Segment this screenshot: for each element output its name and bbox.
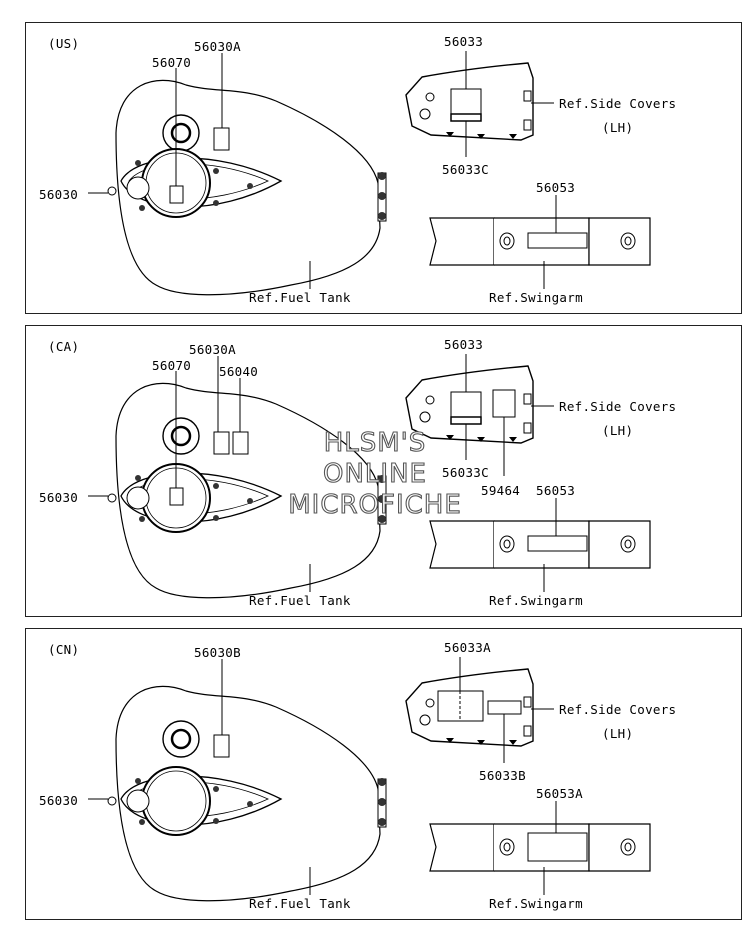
label-box-56033c bbox=[450, 113, 482, 122]
label-box-56030a bbox=[213, 127, 230, 151]
part-56053a: 56053A bbox=[536, 786, 583, 801]
ref-side-covers: Ref.Side Covers bbox=[559, 96, 676, 111]
ref-lh: (LH) bbox=[602, 726, 633, 741]
part-56030: 56030 bbox=[39, 793, 78, 808]
region-label: (CN) bbox=[48, 642, 79, 657]
part-56030: 56030 bbox=[39, 490, 78, 505]
part-56030: 56030 bbox=[39, 187, 78, 202]
part-56070: 56070 bbox=[152, 55, 191, 70]
label-box-59464 bbox=[492, 389, 516, 418]
part-56033c: 56033C bbox=[442, 162, 489, 177]
meter-dash bbox=[107, 766, 283, 836]
panel-cn-diagram: (CN) 56030B 56030 56033A 56033B Ref.Side… bbox=[39, 640, 676, 911]
part-56033: 56033 bbox=[444, 34, 483, 49]
ref-lh: (LH) bbox=[602, 423, 633, 438]
label-box-56040 bbox=[232, 431, 249, 455]
part-56030a: 56030A bbox=[194, 39, 241, 54]
ref-fuel-tank: Ref.Fuel Tank bbox=[249, 593, 351, 608]
label-box-56053 bbox=[527, 232, 588, 249]
label-box-56033c bbox=[450, 416, 482, 425]
part-59464: 59464 bbox=[481, 483, 520, 498]
swingarm bbox=[429, 217, 651, 266]
part-56030a: 56030A bbox=[189, 342, 236, 357]
tank-rear-bracket bbox=[377, 778, 387, 828]
ref-swingarm: Ref.Swingarm bbox=[489, 896, 583, 911]
part-56033a: 56033A bbox=[444, 640, 491, 655]
part-56040: 56040 bbox=[219, 364, 258, 379]
panel-ca-diagram: (CA) 56030A 56070 56040 56030 56033 5603… bbox=[39, 337, 676, 608]
filler-cap bbox=[162, 114, 200, 152]
label-box-56030b bbox=[213, 734, 230, 758]
label-box-56070 bbox=[169, 487, 184, 506]
tank-rear-bracket bbox=[377, 172, 387, 222]
ref-fuel-tank: Ref.Fuel Tank bbox=[249, 896, 351, 911]
filler-cap bbox=[162, 417, 200, 455]
panel-us: (US) 56030A 56070 56030 56033 56033C Ref… bbox=[25, 22, 742, 314]
label-box-56033 bbox=[450, 88, 482, 115]
label-box-56030a bbox=[213, 431, 230, 455]
part-56033: 56033 bbox=[444, 337, 483, 352]
part-56033c: 56033C bbox=[442, 465, 489, 480]
swingarm bbox=[429, 823, 651, 872]
label-box-56053a bbox=[527, 832, 588, 862]
filler-cap bbox=[162, 720, 200, 758]
region-label: (US) bbox=[48, 36, 79, 51]
label-box-56070 bbox=[169, 185, 184, 204]
region-label: (CA) bbox=[48, 339, 79, 354]
ref-fuel-tank: Ref.Fuel Tank bbox=[249, 290, 351, 305]
ref-side-covers: Ref.Side Covers bbox=[559, 399, 676, 414]
label-box-56053 bbox=[527, 535, 588, 552]
tank-rear-bracket bbox=[377, 475, 387, 525]
ref-swingarm: Ref.Swingarm bbox=[489, 593, 583, 608]
panel-ca: (CA) 56030A 56070 56040 56030 56033 5603… bbox=[25, 325, 742, 617]
panel-us-diagram: (US) 56030A 56070 56030 56033 56033C Ref… bbox=[39, 34, 676, 305]
label-box-56033b bbox=[487, 700, 522, 715]
ref-lh: (LH) bbox=[602, 120, 633, 135]
ref-swingarm: Ref.Swingarm bbox=[489, 290, 583, 305]
part-56033b: 56033B bbox=[479, 768, 526, 783]
ref-side-covers: Ref.Side Covers bbox=[559, 702, 676, 717]
part-56070: 56070 bbox=[152, 358, 191, 373]
part-56030b: 56030B bbox=[194, 645, 241, 660]
part-56053: 56053 bbox=[536, 180, 575, 195]
label-box-56033 bbox=[450, 391, 482, 418]
meter-dash bbox=[107, 463, 283, 533]
part-56053: 56053 bbox=[536, 483, 575, 498]
panel-cn: (CN) 56030B 56030 56033A 56033B Ref.Side… bbox=[25, 628, 742, 920]
